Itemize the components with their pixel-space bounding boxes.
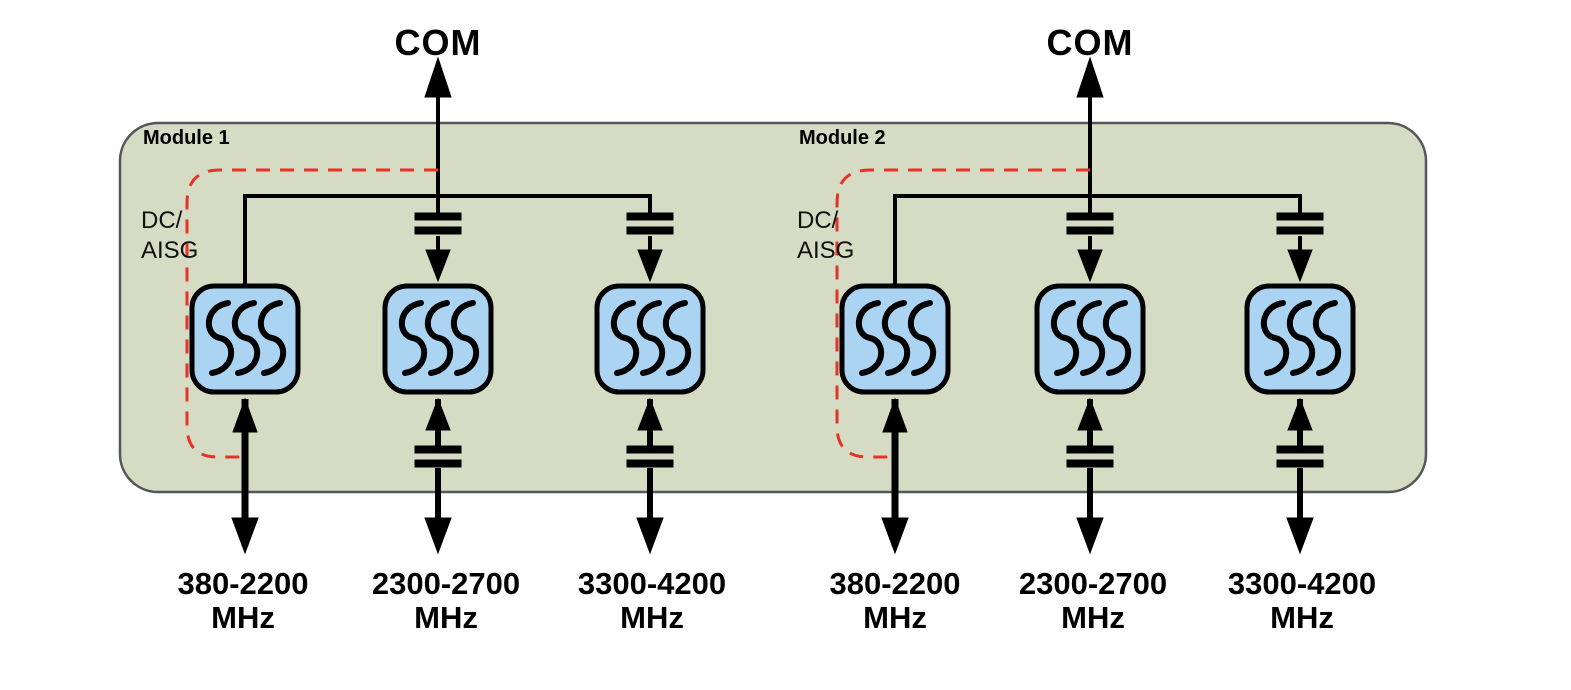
down-arrow-m1-f3 bbox=[637, 249, 663, 283]
port-label-m1-3300-4200: 3300-4200 MHz bbox=[577, 566, 727, 635]
port-label-m2-3300-4200: 3300-4200 MHz bbox=[1227, 566, 1377, 635]
module-1-label: Module 1 bbox=[143, 127, 230, 149]
filter-icon-m2-1 bbox=[842, 286, 948, 392]
module-1-graphics bbox=[185, 56, 703, 555]
port-label-m2-380-2200: 380-2200 MHz bbox=[829, 566, 961, 635]
down-arrow-m1-f2 bbox=[425, 249, 451, 283]
modules-enclosure-box bbox=[118, 121, 1428, 494]
port-label-m1-380-2200: 380-2200 MHz bbox=[177, 566, 309, 635]
port-label-m1-2300-2700: 2300-2700 MHz bbox=[371, 566, 521, 635]
down-arrow-m2-f2 bbox=[1077, 249, 1103, 283]
module-2-label: Module 2 bbox=[799, 127, 886, 149]
com-port-label-m2: COM bbox=[1046, 22, 1134, 63]
module-2-graphics bbox=[835, 56, 1353, 555]
filter-icon-m1-1 bbox=[192, 286, 298, 392]
dc-aisg-label-m1: DC/ AISG bbox=[141, 207, 199, 264]
dc-aisg-label-m2: DC/ AISG bbox=[797, 207, 855, 264]
com-port-label-m1: COM bbox=[394, 22, 482, 63]
filter-icon-m1-2 bbox=[385, 286, 491, 392]
dc-aisg-path-m2 bbox=[835, 168, 1090, 459]
filter-icon-m2-3 bbox=[1247, 286, 1353, 392]
down-arrow-m2-f3 bbox=[1287, 249, 1313, 283]
dc-aisg-path-m1 bbox=[185, 168, 438, 459]
filter-icon-m1-3 bbox=[597, 286, 703, 392]
port-label-m2-2300-2700: 2300-2700 MHz bbox=[1018, 566, 1168, 635]
filter-icon-m2-2 bbox=[1037, 286, 1143, 392]
